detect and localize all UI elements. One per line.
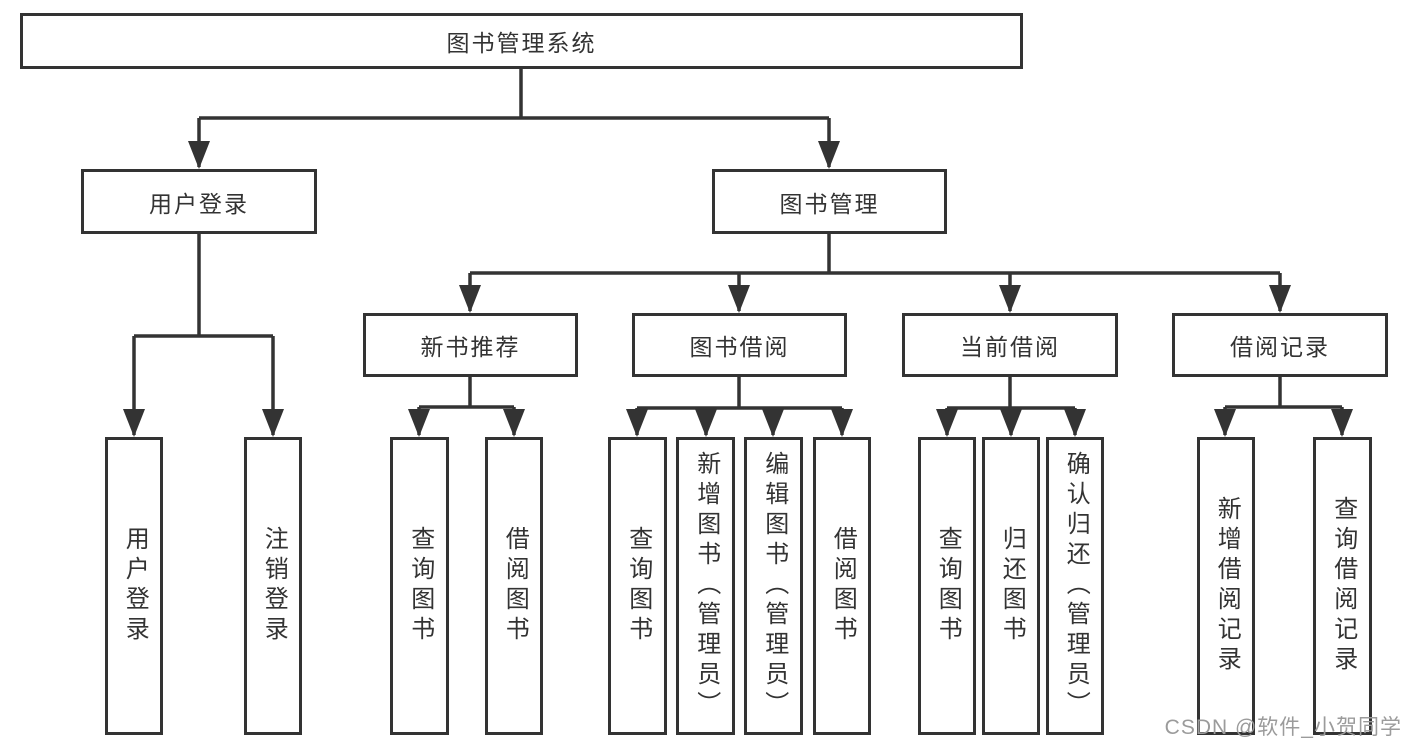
arrow-down-icon xyxy=(459,285,481,313)
node-book-borrowing: 图书借阅 xyxy=(632,313,847,377)
node-new-book-recommend: 新书推荐 xyxy=(363,313,578,377)
node-borrowing-records-label: 借阅记录 xyxy=(1230,334,1330,360)
node-book-management-label: 图书管理 xyxy=(779,190,880,217)
leaf-recommend-borrow-books: 借阅图书 xyxy=(485,437,543,735)
leaf-records-query-record-label: 查询借阅记录 xyxy=(1329,496,1357,676)
arrow-down-icon xyxy=(188,141,210,169)
leaf-current-return-books: 归还图书 xyxy=(982,437,1040,735)
leaf-current-query-books-label: 查询图书 xyxy=(934,526,962,646)
leaf-borrow-edit-books-label: 编辑图书（管理员） xyxy=(760,451,788,721)
arrow-down-icon xyxy=(762,409,784,437)
leaf-user-login-label: 用户登录 xyxy=(121,526,149,646)
node-user-login: 用户登录 xyxy=(81,169,317,234)
arrowheads xyxy=(123,141,1353,437)
arrow-down-icon xyxy=(1064,409,1086,437)
leaf-records-query-record: 查询借阅记录 xyxy=(1313,437,1372,735)
leaf-current-return-books-label: 归还图书 xyxy=(998,526,1026,646)
arrow-down-icon xyxy=(408,409,430,437)
node-root-label: 图书管理系统 xyxy=(446,30,597,56)
arrow-down-icon xyxy=(695,409,717,437)
tree-edges xyxy=(132,69,1344,435)
leaf-user-login: 用户登录 xyxy=(105,437,163,735)
leaf-borrow-add-books-label: 新增图书（管理员） xyxy=(692,451,720,721)
leaf-recommend-query-books: 查询图书 xyxy=(390,437,449,735)
arrow-down-icon xyxy=(999,285,1021,313)
node-new-book-recommend-label: 新书推荐 xyxy=(420,334,521,360)
arrow-down-icon xyxy=(503,409,525,437)
leaf-borrow-borrow-books: 借阅图书 xyxy=(813,437,871,735)
watermark: CSDN @软件_小贺同学 xyxy=(1164,716,1402,739)
leaf-logout-label: 注销登录 xyxy=(260,526,288,646)
leaf-records-add-record: 新增借阅记录 xyxy=(1197,437,1255,735)
node-current-borrowing: 当前借阅 xyxy=(902,313,1118,377)
arrow-down-icon xyxy=(818,141,840,169)
leaf-borrow-edit-books: 编辑图书（管理员） xyxy=(744,437,803,735)
arrow-down-icon xyxy=(728,285,750,313)
leaf-borrow-query-books-label: 查询图书 xyxy=(624,526,652,646)
arrow-down-icon xyxy=(1331,409,1353,437)
leaf-records-add-record-label: 新增借阅记录 xyxy=(1213,496,1241,676)
arrow-down-icon xyxy=(626,409,648,437)
node-user-login-label: 用户登录 xyxy=(149,190,249,217)
node-current-borrowing-label: 当前借阅 xyxy=(960,334,1060,360)
leaf-current-query-books: 查询图书 xyxy=(918,437,976,735)
leaf-current-confirm-return: 确认归还（管理员） xyxy=(1046,437,1104,735)
node-root: 图书管理系统 xyxy=(20,13,1023,69)
leaf-recommend-borrow-books-label: 借阅图书 xyxy=(501,526,529,646)
arrow-down-icon xyxy=(1214,409,1236,437)
arrow-down-icon xyxy=(262,409,284,437)
arrow-down-icon xyxy=(831,409,853,437)
node-borrowing-records: 借阅记录 xyxy=(1172,313,1388,377)
arrow-down-icon xyxy=(936,409,958,437)
leaf-current-confirm-return-label: 确认归还（管理员） xyxy=(1062,451,1090,721)
arrow-down-icon xyxy=(123,409,145,437)
leaf-borrow-add-books: 新增图书（管理员） xyxy=(676,437,735,735)
leaf-logout: 注销登录 xyxy=(244,437,302,735)
arrow-down-icon xyxy=(1000,409,1022,437)
node-book-management: 图书管理 xyxy=(712,169,947,234)
arrow-down-icon xyxy=(1269,285,1291,313)
node-book-borrowing-label: 图书借阅 xyxy=(689,334,790,360)
leaf-recommend-query-books-label: 查询图书 xyxy=(406,526,434,646)
leaf-borrow-borrow-books-label: 借阅图书 xyxy=(829,526,857,646)
leaf-borrow-query-books: 查询图书 xyxy=(608,437,667,735)
